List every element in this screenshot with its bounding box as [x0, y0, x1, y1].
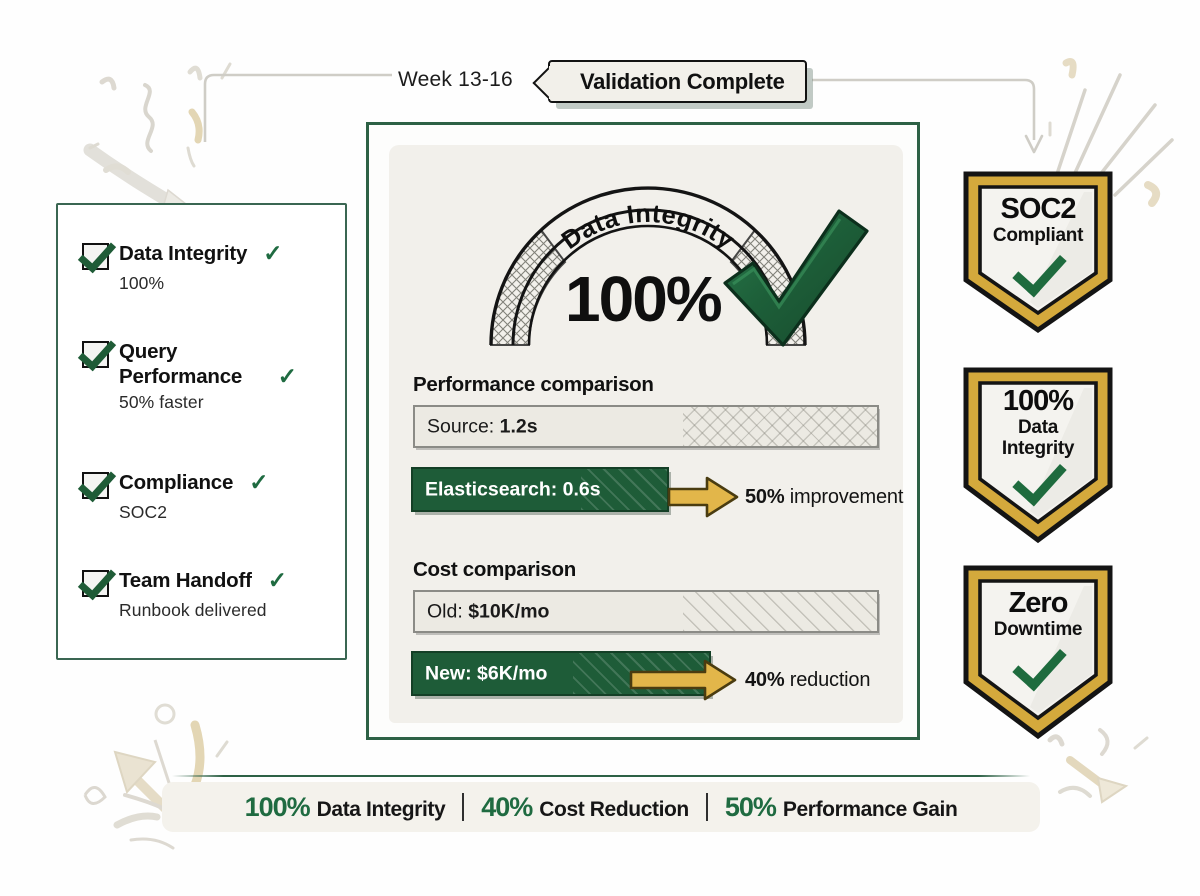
checkbox-checked-icon[interactable]	[82, 341, 109, 368]
cost-heading: Cost comparison	[413, 558, 576, 581]
performance-baseline-bar: Source: 1.2s	[413, 405, 879, 448]
summary-divider	[462, 793, 465, 821]
badge-subtitle: Compliant	[992, 225, 1084, 246]
validation-chip-label: Validation Complete	[580, 68, 785, 94]
checkbox-checked-icon[interactable]	[82, 570, 109, 597]
badge-check-icon	[1016, 256, 1060, 286]
gauge-value: 100%	[565, 263, 723, 335]
checklist-item-title: Team Handoff	[119, 569, 252, 592]
badge-zero-downtime[interactable]: Zero Downtime	[960, 562, 1116, 742]
summary-divider-rule	[172, 775, 1030, 778]
validation-results-card: Data Integrity 100%	[366, 122, 920, 740]
performance-annotation-text: 50% improvement	[745, 485, 904, 508]
badge-check-icon	[1016, 650, 1060, 680]
badge-soc2-compliant[interactable]: SOC2 Compliant	[960, 168, 1116, 336]
summary-bar: 100% Data Integrity 40% Cost Reduction 5…	[162, 782, 1040, 832]
badge-content: 100% Data Integrity	[974, 376, 1102, 495]
summary-value: 100%	[244, 791, 311, 822]
checkbox-checked-icon[interactable]	[82, 243, 109, 270]
gauge-check-icon	[723, 209, 869, 347]
summary-value: 40%	[481, 791, 533, 822]
badge-subtitle: Data Integrity	[1001, 417, 1075, 459]
data-integrity-gauge: Data Integrity 100%	[413, 167, 883, 352]
cost-annotation: 40% reduction	[629, 658, 870, 702]
arrow-right-icon	[629, 659, 737, 701]
bar-hatch-texture	[580, 469, 667, 510]
cost-result-label: New: $6K/mo	[425, 662, 548, 684]
check-icon: ✓	[267, 567, 288, 593]
performance-result-label: Elasticsearch: 0.6s	[425, 478, 601, 500]
badge-100-data-integrity[interactable]: 100% Data Integrity	[960, 364, 1116, 546]
checklist-item-title: Query Performance	[119, 340, 243, 388]
summary-label: Cost Reduction	[539, 797, 689, 821]
badge-subtitle: Downtime	[993, 619, 1083, 640]
summary-label: Data Integrity	[316, 797, 446, 821]
badge-title: 100%	[1002, 385, 1074, 417]
checklist-item-data-integrity[interactable]: Data Integrity ✓ 100%	[82, 241, 332, 294]
performance-annotation: 50% improvement	[667, 475, 903, 519]
bar-hatch-texture	[682, 592, 877, 631]
cost-annotation-text: 40% reduction	[745, 668, 871, 691]
checklist-item-title: Compliance	[119, 471, 234, 494]
badge-content: Zero Downtime	[974, 574, 1102, 680]
badge-shield-shape	[963, 367, 1113, 544]
checklist-item-subtitle: 50% faster	[119, 392, 204, 412]
performance-heading: Performance comparison	[413, 373, 654, 396]
card-inner-panel: Data Integrity 100%	[389, 145, 903, 723]
checklist-item-subtitle: SOC2	[119, 502, 168, 522]
checkbox-checked-icon[interactable]	[82, 472, 109, 499]
badge-title: Zero	[1008, 587, 1069, 619]
cost-baseline-bar: Old: $10K/mo	[413, 590, 879, 633]
badge-check-icon	[1016, 465, 1060, 495]
bar-hatch-texture	[682, 407, 877, 446]
checklist-panel: Data Integrity ✓ 100% Query Performance …	[56, 203, 347, 660]
check-icon: ✓	[249, 469, 269, 495]
checklist-item-team-handoff[interactable]: Team Handoff ✓ Runbook delivered	[82, 568, 332, 621]
summary-label: Performance Gain	[782, 797, 958, 821]
check-icon: ✓	[277, 363, 297, 389]
summary-item-data-integrity: 100% Data Integrity	[228, 792, 463, 823]
badge-content: SOC2 Compliant	[974, 180, 1102, 286]
week-label: Week 13-16	[398, 68, 513, 91]
checklist-item-query-performance[interactable]: Query Performance ✓ 50% faster	[82, 339, 332, 413]
checklist-item-title: Data Integrity	[119, 242, 248, 265]
summary-item-performance-gain: 50% Performance Gain	[708, 792, 975, 823]
badge-title: SOC2	[1000, 193, 1077, 225]
checklist-item-subtitle: Runbook delivered	[119, 600, 267, 620]
checklist-item-subtitle: 100%	[119, 273, 165, 293]
checklist-item-compliance[interactable]: Compliance ✓ SOC2	[82, 470, 332, 523]
summary-item-cost-reduction: 40% Cost Reduction	[464, 792, 706, 823]
arrow-right-icon	[667, 476, 739, 518]
performance-result-bar: Elasticsearch: 0.6s	[411, 467, 669, 512]
validation-complete-chip[interactable]: Validation Complete	[548, 60, 807, 103]
summary-divider	[705, 793, 708, 821]
cost-baseline-label: Old: $10K/mo	[427, 600, 550, 622]
summary-value: 50%	[724, 791, 777, 822]
performance-baseline-label: Source: 1.2s	[427, 415, 538, 437]
check-icon: ✓	[263, 240, 283, 266]
